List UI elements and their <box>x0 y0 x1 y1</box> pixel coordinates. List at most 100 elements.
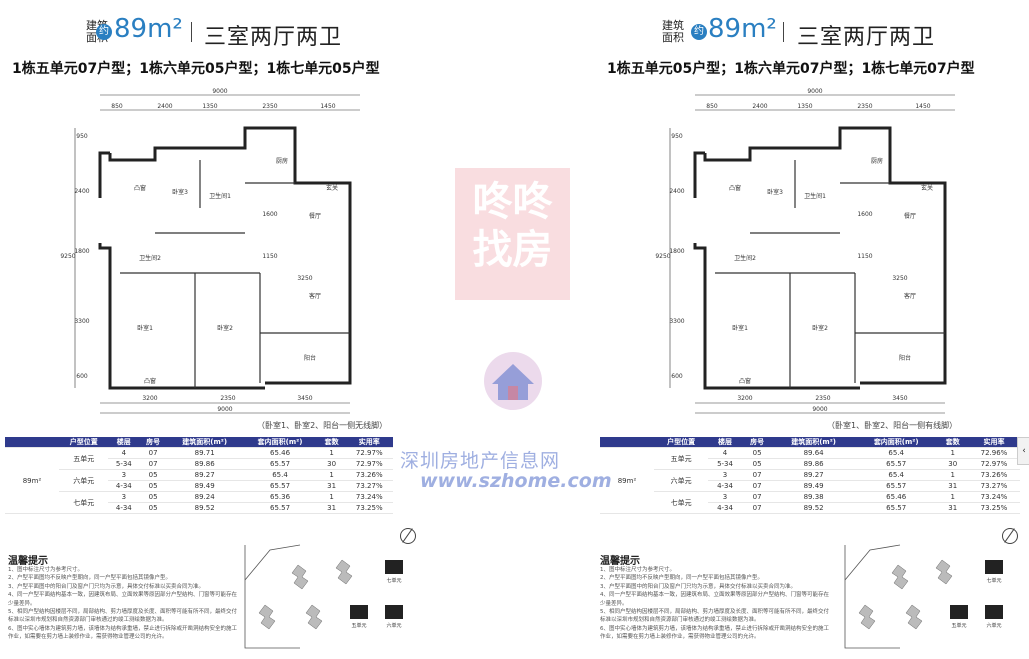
room-label: 卫生间1 <box>804 192 826 200</box>
table-cell: 07 <box>741 469 773 481</box>
table-cell: 1 <box>937 491 968 503</box>
room-label: 阳台 <box>899 354 911 362</box>
dim-label: 850 <box>111 103 123 110</box>
table-cell: 89.38 <box>772 491 855 503</box>
table-cell: 1 <box>317 447 346 459</box>
tip-item: 4、同一户型平面结构基本一致，因建筑布局、立面效果等原因部分户型结构、门窗等可能… <box>600 592 830 607</box>
dim-label: 3300 <box>74 318 89 325</box>
table-cell: 07 <box>741 491 773 503</box>
room-label: 厨房 <box>276 157 288 165</box>
dim-label: 1450 <box>915 103 930 110</box>
table-header-cell: 套数 <box>937 437 968 448</box>
table-cell: 31 <box>317 480 346 492</box>
table-cell: 89.71 <box>166 447 243 459</box>
table-cell: 72.97% <box>345 458 393 470</box>
dim-label: 3300 <box>669 318 684 325</box>
compass-icon <box>400 528 416 544</box>
compass-icon <box>1002 528 1018 544</box>
table-cell: 31 <box>937 502 968 514</box>
room-type: 三室两厅两卫 <box>797 25 936 50</box>
table-cell: 65.4 <box>854 447 938 459</box>
room-label: 卫生间1 <box>209 192 231 200</box>
tips-title: 温馨提示 <box>600 556 640 567</box>
site-plan: 七单元 五单元 六单元 <box>244 544 403 649</box>
table-row: 4-34 05 89.49 65.57 31 73.27% <box>5 480 393 492</box>
table-cell: 73.27% <box>967 480 1020 492</box>
dim-label: 3200 <box>142 395 157 402</box>
table-cell: 65.4 <box>854 469 938 481</box>
table-header-cell: 楼层 <box>708 437 742 448</box>
room-label: 卫生间2 <box>139 254 161 262</box>
table-cell: 65.57 <box>854 458 938 470</box>
table-row: 4-34 05 89.52 65.57 31 73.25% <box>5 502 393 514</box>
table-cell: 1 <box>317 469 346 481</box>
table-cell: 65.46 <box>242 447 318 459</box>
table-cell: 07 <box>741 502 773 514</box>
table-header-cell: 户型位置 <box>654 437 709 448</box>
table-cell: 65.57 <box>242 502 318 514</box>
area-label: 建筑面积 <box>662 19 684 44</box>
table-cell: 1 <box>937 469 968 481</box>
total-width-label-bottom: 9000 <box>217 406 232 413</box>
table-cell: 05 <box>139 480 167 492</box>
table-cell: 07 <box>139 447 167 459</box>
dim-label: 1350 <box>797 103 812 110</box>
total-height-label: 9250 <box>655 253 670 260</box>
tip-item: 3、户型平面图中的阳台门及窗户门只均为示意，具体交付标准以买卖合同为准。 <box>8 583 205 590</box>
total-width-label-bottom: 9000 <box>812 406 827 413</box>
table-header-row: 户型位置 楼层 房号 建筑面积(m²) 套内面积(m²) 套数 实用率 <box>5 437 393 448</box>
tip-item: 1、图中标注尺寸为参考尺寸。 <box>8 567 84 573</box>
room-label: 餐厅 <box>309 212 321 220</box>
table-cell: 4-34 <box>108 480 140 492</box>
unit-cell: 七单元 <box>654 491 709 514</box>
table-cell: 30 <box>317 458 346 470</box>
tip-item: 5、相同户型结构因楼层不同，局部结构、剪力墙厚度及长度、面积等可能有所不同，最终… <box>600 609 830 624</box>
table-cell: 31 <box>317 502 346 514</box>
dim-label: 600 <box>76 373 88 380</box>
side-tab-button[interactable]: ‹ <box>1017 437 1029 465</box>
dim-label: 2350 <box>815 395 830 402</box>
table-cell: 3 <box>708 469 742 481</box>
dim-label: 1350 <box>202 103 217 110</box>
table-row: 七单元 3 07 89.38 65.46 1 73.24% <box>600 491 1020 514</box>
site-label: 五单元 <box>351 622 366 629</box>
dim-label: 950 <box>76 133 88 140</box>
table-row: 六单元 3 05 89.27 65.4 1 73.26% <box>5 469 393 492</box>
floor-plan: 9000 850 2400 1350 2350 1450 3200 2350 3… <box>655 88 955 414</box>
table-cell: 05 <box>139 491 167 503</box>
table-cell: 4-34 <box>708 480 742 492</box>
table-cell: 89.86 <box>772 458 855 470</box>
table-header-cell: 户型位置 <box>59 437 109 448</box>
dim-label: 1600 <box>857 211 872 218</box>
table-header-cell: 建筑面积(m²) <box>772 437 855 448</box>
table-cell: 89.27 <box>772 469 855 481</box>
floorplan-panel-right: 建筑面积 约 89m² 三室两厅两卫 1栋五单元05户型；1栋六单元07户型；1… <box>515 0 1029 659</box>
table-cell: 65.46 <box>854 491 938 503</box>
table-cell: 05 <box>139 469 167 481</box>
room-label: 玄关 <box>326 184 338 192</box>
table-cell: 72.97% <box>345 447 393 459</box>
table-header-cell: 房号 <box>139 437 167 448</box>
table-header-cell: 套内面积(m²) <box>242 437 318 448</box>
unit-cell: 五单元 <box>654 447 709 470</box>
dim-label: 3200 <box>737 395 752 402</box>
room-label: 卧室2 <box>812 324 828 332</box>
dim-label: 1450 <box>320 103 335 110</box>
room-label: 餐厅 <box>904 212 916 220</box>
dim-label: 950 <box>671 133 683 140</box>
table-cell: 65.57 <box>242 458 318 470</box>
tips-title: 温馨提示 <box>8 556 48 567</box>
plan-note: （卧室1、卧室2、阳台一侧无线脚） <box>257 421 388 430</box>
room-label: 凸窗 <box>144 377 156 385</box>
table-header-cell: 楼层 <box>108 437 140 448</box>
tip-item: 3、户型平面图中的阳台门及窗户门只均为示意，具体交付标准以买卖合同为准。 <box>600 583 797 590</box>
table-header-cell: 建筑面积(m²) <box>166 437 243 448</box>
table-cell: 65.4 <box>242 469 318 481</box>
table-row: 5-34 05 89.86 65.57 30 72.97% <box>600 458 1020 470</box>
table-header-cell <box>600 437 654 448</box>
table-cell: 72.96% <box>967 447 1020 459</box>
table-cell: 4-34 <box>108 502 140 514</box>
table-header-row: 户型位置 楼层 房号 建筑面积(m²) 套内面积(m²) 套数 实用率 <box>600 437 1020 448</box>
site-label: 五单元 <box>951 622 966 629</box>
table-cell: 1 <box>937 447 968 459</box>
